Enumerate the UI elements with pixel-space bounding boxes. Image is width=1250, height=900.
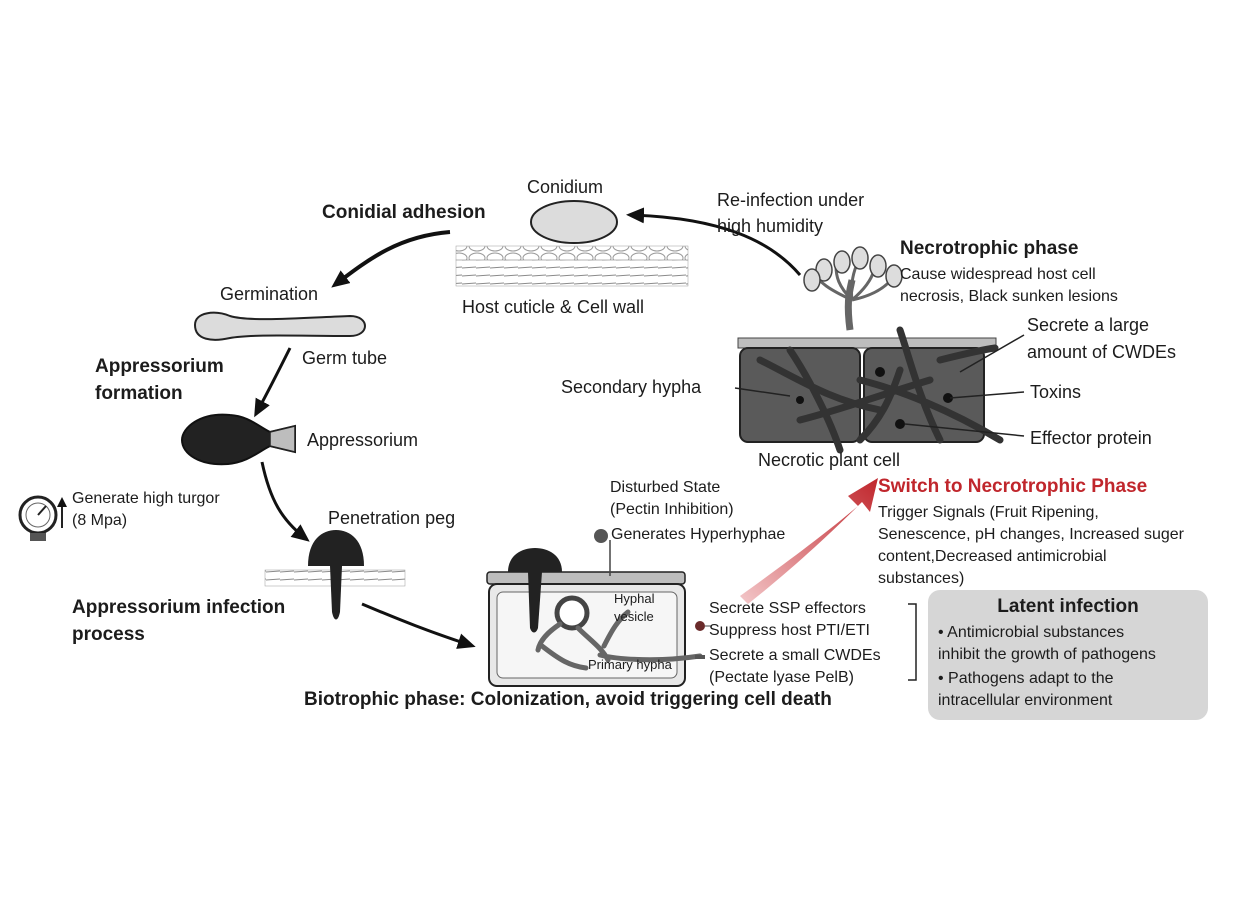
latent-bullet-2-line1: • Pathogens adapt to the: [938, 670, 1114, 687]
appressorium-label: Appressorium: [307, 430, 419, 450]
trigger-signals-line4: substances): [878, 570, 965, 587]
bio-bracket: [908, 603, 917, 681]
suppress-pti-label: Suppress host PTI/ETI: [709, 622, 870, 639]
host-cuticle-label: Host cuticle & Cell wall: [462, 297, 645, 317]
toxins-pointer: [949, 391, 1025, 399]
pectate-lyase-label: (Pectate lyase PelB): [709, 669, 854, 686]
germ-tube-label: Germ tube: [302, 348, 388, 368]
appressorium-formation-label-line2: formation: [95, 383, 183, 404]
disturbed-state-label-line2: (Pectin Inhibition): [610, 501, 734, 518]
penetration-peg-label: Penetration peg: [328, 508, 456, 528]
necrosis-label-line1: Cause widespread host cell: [900, 266, 1096, 283]
latent-bullet-2-line2: intracellular environment: [938, 692, 1113, 709]
cell-wall-layer: [455, 259, 689, 287]
secondary-hypha-label: Secondary hypha: [561, 377, 702, 397]
trigger-signals-line3: content,Decreased antimicrobial: [878, 548, 1107, 565]
trigger-signals-line1: Trigger Signals (Fruit Ripening,: [878, 504, 1099, 521]
ssp-effectors-label: Secrete SSP effectors: [709, 600, 866, 617]
toxins-label: Toxins: [1030, 382, 1082, 402]
secondary-hypha-pointer: [734, 387, 791, 397]
small-cwdes-label: Secrete a small CWDEs: [709, 647, 881, 664]
primary-hypha-label: Primary hypha: [588, 657, 672, 672]
penetration-peg-shape: [264, 530, 406, 620]
arrow-peg-to-cell: [361, 602, 476, 649]
turgor-label-line1: Generate high turgor: [72, 490, 220, 507]
latent-bullet-1-line1: • Antimicrobial substances: [938, 624, 1125, 641]
turgor-label-line2: (8 Mpa): [72, 512, 128, 529]
arrow-reinfection: [626, 207, 802, 276]
switch-phase-title: Switch to Necrotrophic Phase: [878, 476, 1148, 497]
germination-label: Germination: [220, 284, 319, 304]
infection-process-label-line1: Appressorium infection: [72, 597, 286, 618]
pressure-gauge-icon: [18, 495, 67, 541]
appressorium-shape: [180, 413, 296, 466]
biotrophic-cell: [486, 548, 703, 687]
cwdes-label-line1: Secrete a large: [1027, 315, 1150, 335]
hyperhyphae-dot: [594, 529, 608, 543]
cwde-dot: [695, 655, 705, 659]
conidium-shape: [530, 200, 618, 244]
necrosis-label-line2: necrosis, Black sunken lesions: [900, 288, 1118, 305]
conidial-adhesion-label: Conidial adhesion: [322, 202, 486, 223]
host-cuticle-layer: [455, 245, 689, 261]
conidium-label: Conidium: [527, 177, 604, 197]
latent-bullet-1-line2: inhibit the growth of pathogens: [938, 646, 1156, 663]
conidium-group: [455, 200, 689, 287]
disturbed-state-label-line1: Disturbed State: [610, 479, 721, 496]
latent-infection-title: Latent infection: [997, 596, 1139, 617]
cwdes-label-line2: amount of CWDEs: [1027, 342, 1177, 362]
hyphal-vesicle-label-line1: Hyphal: [614, 591, 655, 606]
necrotic-cell-group: [737, 246, 1004, 454]
effector-protein-label: Effector protein: [1030, 428, 1152, 448]
hyperhyphae-label: Generates Hyperhyphae: [611, 526, 786, 543]
arrow-adhesion-to-germination: [331, 230, 451, 288]
trigger-signals-line2: Senescence, pH changes, Increased suger: [878, 526, 1184, 543]
ssp-effector-dot: [695, 621, 705, 631]
latent-infection-box: Latent infection • Antimicrobial substan…: [928, 590, 1208, 720]
reinfection-label-line2: high humidity: [717, 216, 824, 236]
reinfection-label-line1: Re-infection under: [717, 190, 865, 210]
switch-arrow: [740, 478, 878, 604]
arrow-germ-to-appressorium: [254, 347, 292, 418]
hyphal-vesicle-label-line2: vesicle: [614, 609, 654, 624]
arrow-appressorium-to-peg: [260, 461, 310, 542]
cwdes-pointer: [959, 334, 1025, 373]
infection-process-label-line2: process: [72, 624, 145, 645]
necrotic-cell-label: Necrotic plant cell: [758, 450, 901, 470]
necrotrophic-phase-title: Necrotrophic phase: [900, 238, 1079, 259]
appressorium-formation-label-line1: Appressorium: [95, 356, 224, 377]
effector-pointer: [904, 423, 1025, 437]
germ-tube-shape: [193, 311, 366, 341]
biotrophic-phase-title: Biotrophic phase: Colonization, avoid tr…: [304, 689, 832, 710]
